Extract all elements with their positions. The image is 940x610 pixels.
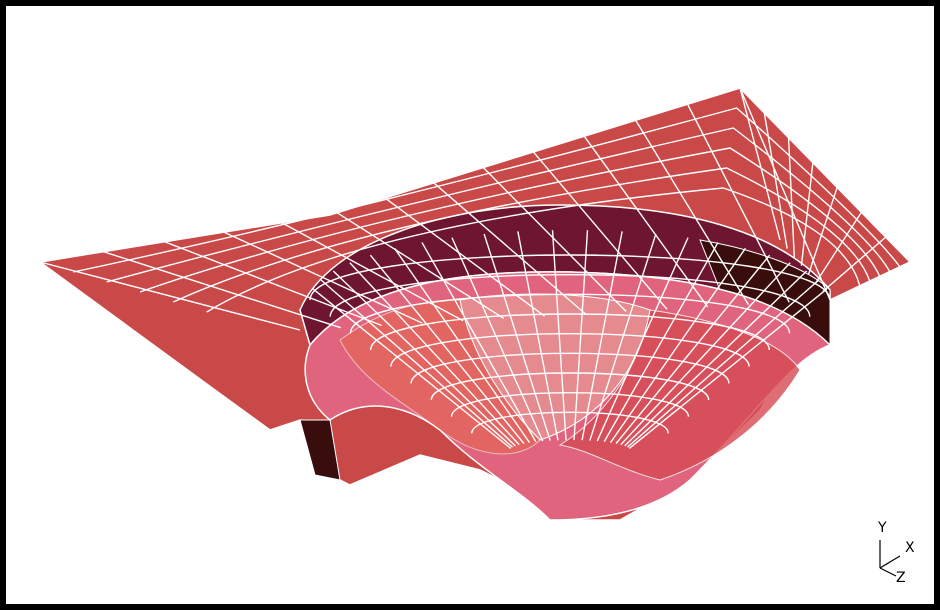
coordinate-triad: Y X Z (877, 520, 915, 586)
x-axis-label: X (905, 540, 915, 556)
cavity-floor (304, 271, 832, 521)
z-axis-label: Z (896, 570, 906, 586)
z-axis-line (879, 567, 897, 577)
mesh-grid-lines (39, 87, 911, 449)
y-axis-label: Y (877, 520, 887, 536)
fem-mesh-surface[interactable]: Y X Z (6, 6, 934, 604)
x-axis-line (879, 555, 901, 569)
